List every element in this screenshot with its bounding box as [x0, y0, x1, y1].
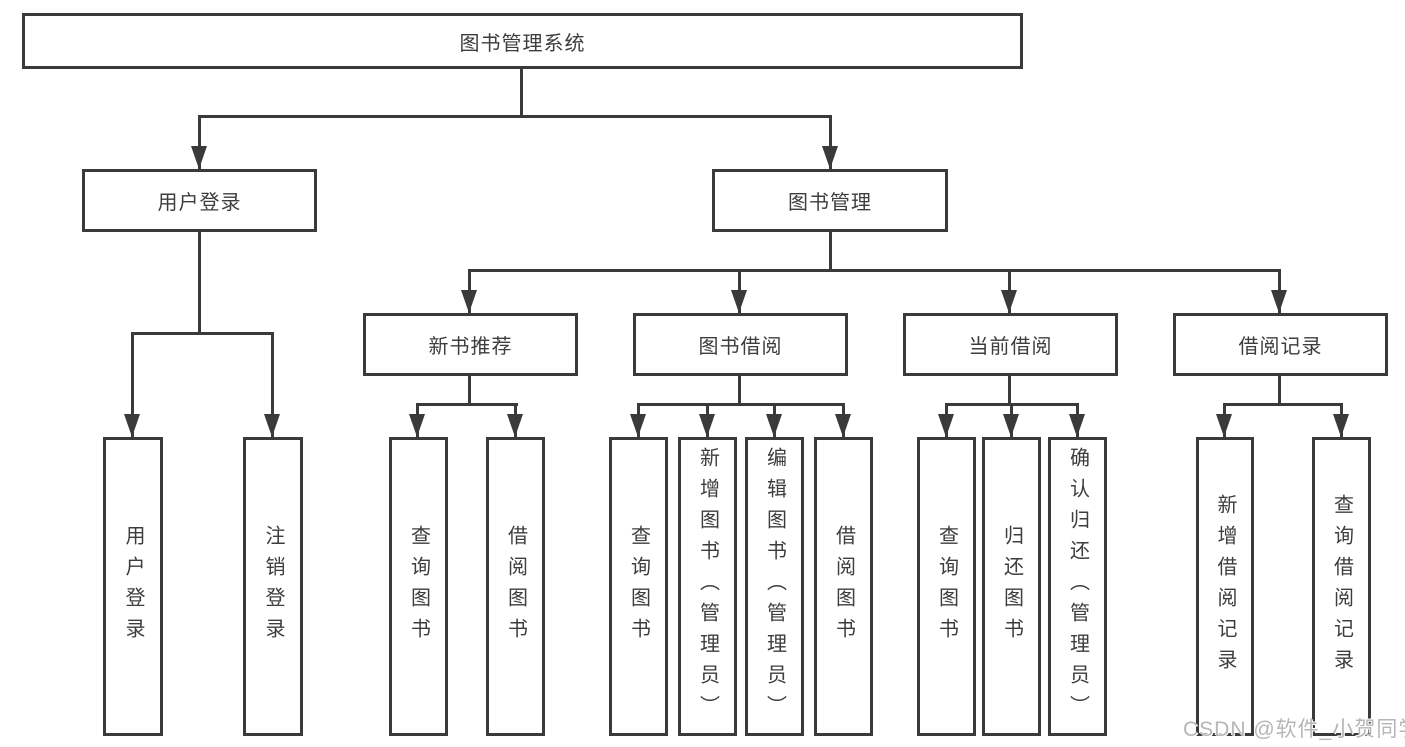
arrowhead	[461, 290, 477, 313]
connector	[198, 115, 832, 118]
connector	[468, 375, 471, 405]
arrowhead	[191, 146, 207, 169]
leaf-borrow-books-1: 借阅图书	[486, 437, 545, 736]
connector	[198, 232, 201, 335]
arrowhead	[1069, 414, 1085, 437]
node-label: 新增图书（管理员）	[696, 447, 719, 726]
connector	[271, 332, 274, 437]
leaf-confirm-return-admin: 确认归还（管理员）	[1048, 437, 1107, 736]
arrowhead	[630, 414, 646, 437]
connector	[520, 69, 523, 117]
connector	[416, 403, 518, 406]
node-label: 用户登录	[122, 524, 144, 649]
node-label: 用户登录	[157, 192, 242, 214]
node-label: 图书管理	[788, 192, 872, 214]
node-book-management: 图书管理	[712, 169, 948, 232]
node-label: 新增借阅记录	[1214, 493, 1236, 680]
leaf-return-book: 归还图书	[982, 437, 1041, 736]
node-label: 查询借阅记录	[1330, 493, 1353, 680]
arrowhead	[1001, 290, 1017, 313]
node-user-login-module: 用户登录	[82, 169, 317, 232]
node-label: 编辑图书（管理员）	[763, 447, 786, 726]
connector	[1223, 403, 1343, 406]
connector	[637, 403, 845, 406]
node-current-borrow: 当前借阅	[903, 313, 1118, 376]
node-label: 借阅图书	[504, 524, 527, 649]
node-label: 查询图书	[407, 524, 430, 649]
arrowhead	[822, 146, 838, 169]
node-label: 新书推荐	[428, 336, 513, 358]
arrowhead	[1216, 414, 1232, 437]
arrowhead	[731, 290, 747, 313]
connector	[829, 232, 832, 271]
connector	[468, 269, 1281, 272]
arrowhead	[1333, 414, 1349, 437]
leaf-query-books-3: 查询图书	[917, 437, 976, 736]
node-borrow-records: 借阅记录	[1173, 313, 1388, 376]
arrowhead	[124, 414, 140, 437]
leaf-user-login: 用户登录	[103, 437, 163, 736]
connector	[131, 332, 134, 437]
leaf-query-books-1: 查询图书	[389, 437, 448, 736]
arrowhead	[938, 414, 954, 437]
arrowhead	[507, 414, 523, 437]
leaf-query-borrow-record: 查询借阅记录	[1312, 437, 1371, 736]
arrowhead	[699, 414, 715, 437]
node-label: 查询图书	[627, 524, 650, 649]
node-root: 图书管理系统	[22, 13, 1023, 69]
connector	[829, 115, 832, 169]
leaf-logout: 注销登录	[243, 437, 303, 736]
node-label: 归还图书	[1000, 524, 1023, 649]
leaf-add-book-admin: 新增图书（管理员）	[678, 437, 737, 736]
arrowhead	[766, 414, 782, 437]
node-book-borrow: 图书借阅	[633, 313, 848, 376]
node-label: 注销登录	[262, 524, 284, 649]
connector	[1008, 375, 1011, 405]
arrowhead	[264, 414, 280, 437]
leaf-query-books-2: 查询图书	[609, 437, 668, 736]
node-label: 借阅记录	[1238, 336, 1323, 358]
arrowhead	[1271, 290, 1287, 313]
arrowhead	[835, 414, 851, 437]
node-new-book-recommend: 新书推荐	[363, 313, 578, 376]
node-label: 借阅图书	[832, 524, 855, 649]
node-label: 图书借阅	[698, 336, 783, 358]
leaf-add-borrow-record: 新增借阅记录	[1196, 437, 1254, 736]
arrowhead	[1003, 414, 1019, 437]
node-label: 当前借阅	[968, 336, 1053, 358]
arrowhead	[409, 414, 425, 437]
leaf-edit-book-admin: 编辑图书（管理员）	[745, 437, 804, 736]
leaf-borrow-books-2: 借阅图书	[814, 437, 873, 736]
csdn-watermark: CSDN @软件_小贺同学	[1183, 718, 1405, 741]
node-label: 确认归还（管理员）	[1066, 447, 1089, 726]
connector	[198, 115, 201, 169]
node-label: 查询图书	[935, 524, 958, 649]
node-label: 图书管理系统	[459, 32, 586, 55]
connector	[1278, 375, 1281, 405]
connector	[738, 375, 741, 405]
connector	[131, 332, 273, 335]
